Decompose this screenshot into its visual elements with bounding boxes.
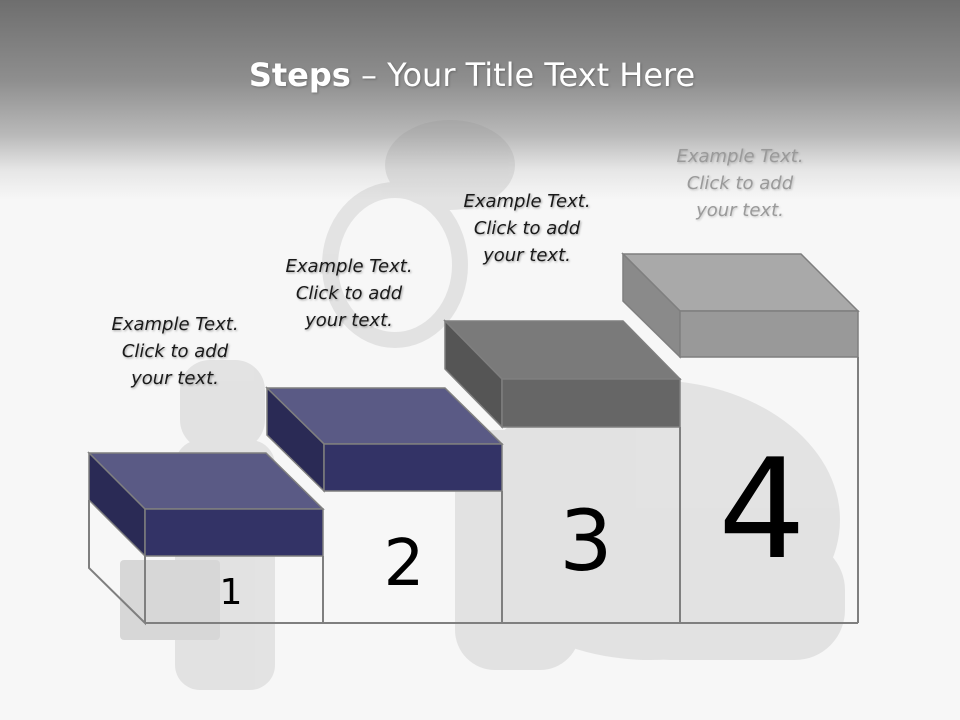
step-2-caption-line-3: your text. xyxy=(305,310,393,331)
step-3-caption-line-2: Click to add xyxy=(473,218,581,239)
step-1-block xyxy=(87,451,325,558)
step-4-number: 4 xyxy=(718,429,806,590)
step-3-caption-line-1: Example Text. xyxy=(463,191,591,212)
step-4-block xyxy=(621,252,860,359)
title-rest: – Your Title Text Here xyxy=(350,56,696,94)
title-bold: Steps xyxy=(248,56,351,94)
slide-title: Steps – Your Title Text Here xyxy=(0,52,944,98)
step-2-caption-line-2: Click to add xyxy=(295,283,403,304)
step-3-caption[interactable]: Example Text. Click to add your text. xyxy=(437,188,617,269)
step-1-caption-line-2: Click to add xyxy=(121,341,229,362)
step-1-number: 1 xyxy=(220,572,243,613)
step-1-frame xyxy=(88,500,146,626)
step-4-caption[interactable]: Example Text. Click to add your text. xyxy=(650,143,830,224)
step-4-caption-line-3: your text. xyxy=(696,200,784,221)
step-1-caption[interactable]: Example Text. Click to add your text. xyxy=(85,311,265,392)
step-4-caption-line-2: Click to add xyxy=(686,173,794,194)
step-2-number: 2 xyxy=(384,527,425,601)
header-band xyxy=(0,0,960,200)
step-1-caption-line-3: your text. xyxy=(131,368,219,389)
step-3-block xyxy=(443,319,682,429)
step-2-caption-line-1: Example Text. xyxy=(285,256,413,277)
step-2-caption[interactable]: Example Text. Click to add your text. xyxy=(259,253,439,334)
step-1-caption-line-1: Example Text. xyxy=(111,314,239,335)
step-4-caption-line-1: Example Text. xyxy=(676,146,804,167)
step-2-block xyxy=(265,386,504,493)
step-3-caption-line-3: your text. xyxy=(483,245,571,266)
step-3-number: 3 xyxy=(559,492,612,590)
